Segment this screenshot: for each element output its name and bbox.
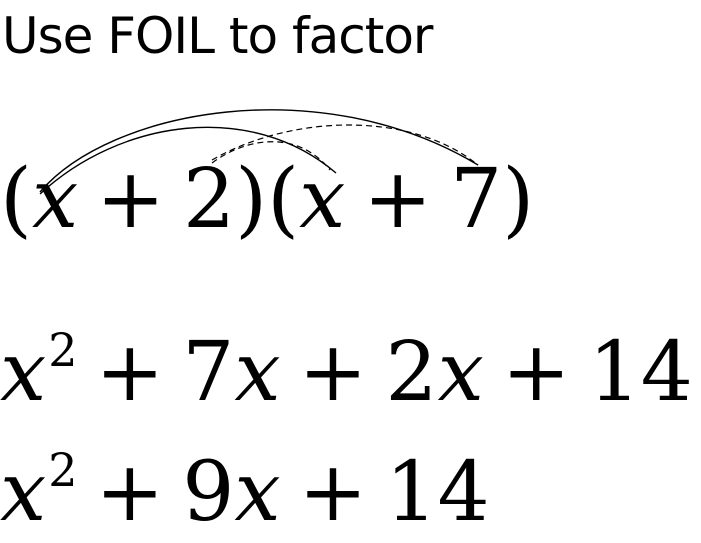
plus-sign: + bbox=[363, 152, 433, 247]
coefficient: 2 bbox=[385, 325, 438, 420]
constant-term: 14 bbox=[385, 445, 490, 540]
plus-sign: + bbox=[95, 445, 165, 540]
simplified-expression: x2+9x+14 bbox=[0, 420, 490, 543]
plus-sign: + bbox=[501, 325, 571, 420]
x-variable: x bbox=[437, 325, 484, 420]
exponent: 2 bbox=[48, 323, 78, 377]
plus-sign: + bbox=[298, 325, 368, 420]
plus-sign: + bbox=[95, 325, 165, 420]
page-title: Use FOIL to factor bbox=[2, 7, 433, 65]
exponent: 2 bbox=[48, 443, 78, 497]
left-paren: ( bbox=[0, 152, 32, 247]
coefficient: 7 bbox=[182, 325, 235, 420]
x-variable: x bbox=[234, 325, 281, 420]
factored-expression: (x+2)(x+7) bbox=[0, 150, 534, 250]
left-paren: ( bbox=[267, 152, 300, 247]
x-variable: x bbox=[0, 325, 47, 420]
x-variable: x bbox=[234, 445, 281, 540]
plus-sign: + bbox=[298, 445, 368, 540]
coefficient: 9 bbox=[182, 445, 235, 540]
right-paren: ) bbox=[502, 152, 535, 247]
x-variable: x bbox=[0, 445, 47, 540]
constant-term: 14 bbox=[588, 325, 693, 420]
second-x: x bbox=[299, 152, 346, 247]
plus-sign: + bbox=[96, 152, 165, 247]
first-x: x bbox=[32, 152, 79, 247]
constant-seven: 7 bbox=[450, 152, 503, 247]
expanded-expression: x2+7x+2x+14 bbox=[0, 300, 693, 423]
constant-two: 2 bbox=[182, 152, 236, 247]
right-paren: ) bbox=[235, 152, 268, 247]
